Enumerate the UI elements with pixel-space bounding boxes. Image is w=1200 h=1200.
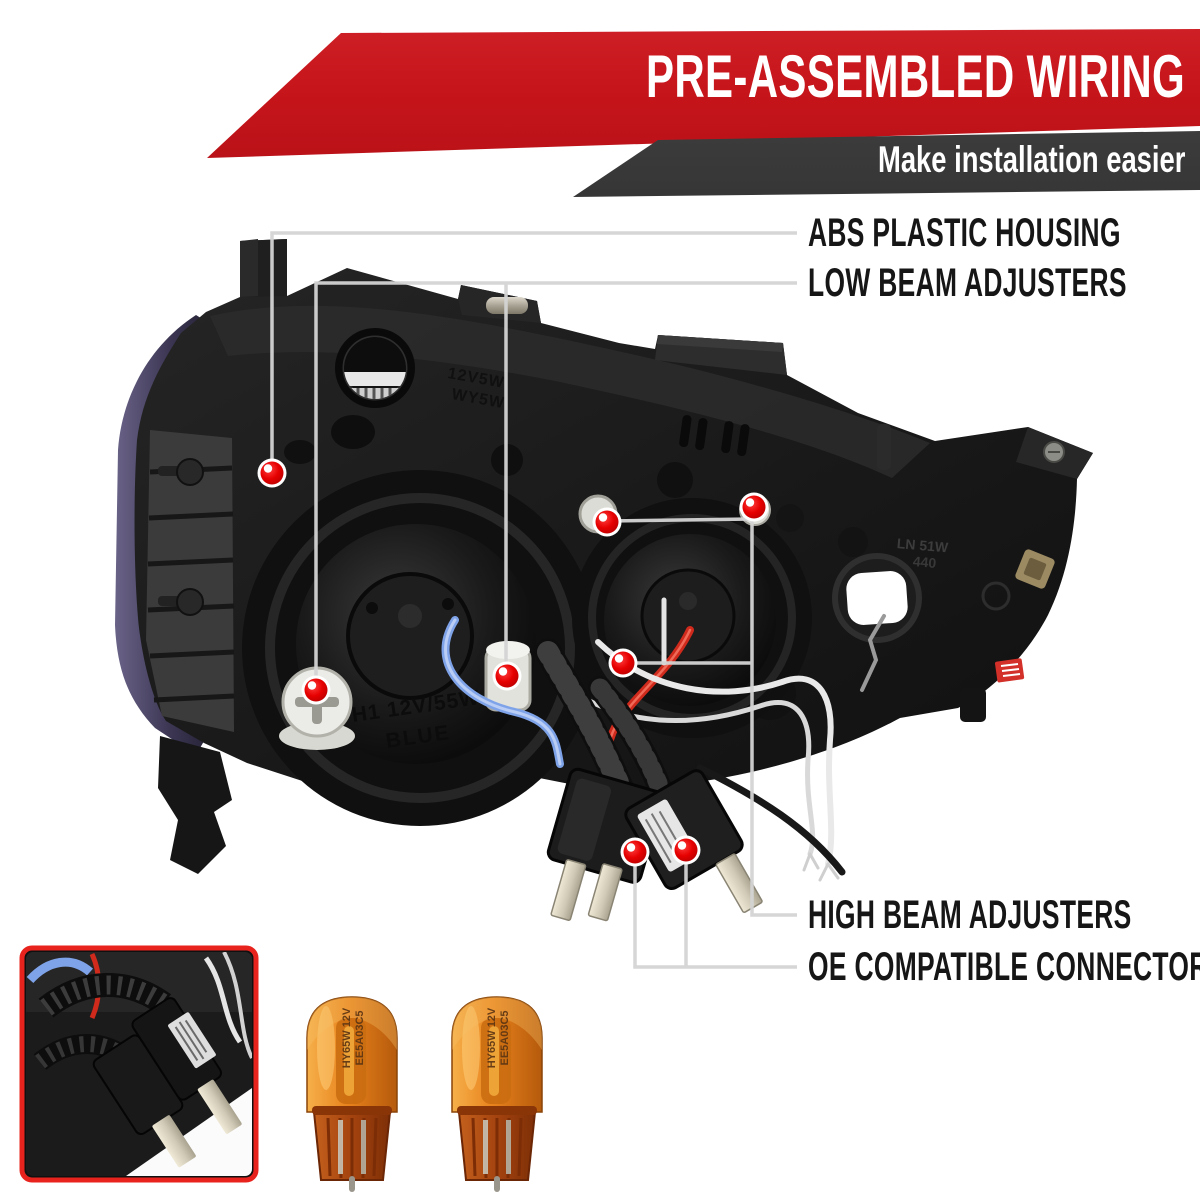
leader-abs [270,231,797,473]
wiring-harness [441,597,886,882]
banner-subtitle-bar [573,131,1200,197]
housing-marking-high-beam: LN 51W [896,535,949,555]
warning-sticker [994,658,1025,683]
housing-rib-panel [146,430,235,732]
callout-label-low-beam: LOW BEAM ADJUSTERS [808,261,1127,305]
bulb-access-hole [846,571,908,625]
leader-low-beam [314,281,797,690]
banner-subtitle: Make installation easier [877,139,1185,180]
feature-marker-oe-2 [671,835,701,865]
feature-marker-low-beam-2 [492,661,522,691]
amber-bulb-right [450,995,544,1194]
lens-retainer-pin [158,588,204,616]
lens-retainer-pin [158,458,204,486]
feature-marker-high-beam-1 [592,507,622,537]
banner-title: PRE-ASSEMBLED WIRING [645,43,1185,110]
mounting-tab-top-left [240,239,287,297]
lower-mounting-bracket [158,736,232,874]
mounting-bracket-top [655,335,787,375]
callout-label-high-beam: HIGH BEAM ADJUSTERS [808,893,1132,937]
vent-slots [679,415,750,457]
amber-bulb-left [305,995,399,1194]
feature-marker-low-beam-1 [301,675,331,705]
feature-marker-high-beam-2 [739,492,769,522]
headlight-assembly: 12V5W WY5W LN 51W 440 H1 12V/55W BLUE [115,239,1094,922]
feature-marker-high-beam-3 [608,648,638,678]
inset-photo [19,945,259,1183]
mounting-ear-right [1016,427,1093,479]
oe-connector [546,767,763,922]
callout-label-abs: ABS PLASTIC HOUSING [808,211,1121,255]
leader-high-beam [750,507,797,917]
callout-label-oe: OE COMPATIBLE CONNECTORS [808,945,1200,989]
leader-high-beam-2 [606,517,753,523]
callout-lines [270,231,797,969]
feature-marker-oe-1 [620,837,650,867]
housing-marking-high-beam-2: 440 [912,553,937,571]
feature-marker-abs [257,458,287,488]
leader-oe [633,852,797,969]
retainer-clip [1015,549,1055,589]
parking-bulb-socket [335,328,415,408]
